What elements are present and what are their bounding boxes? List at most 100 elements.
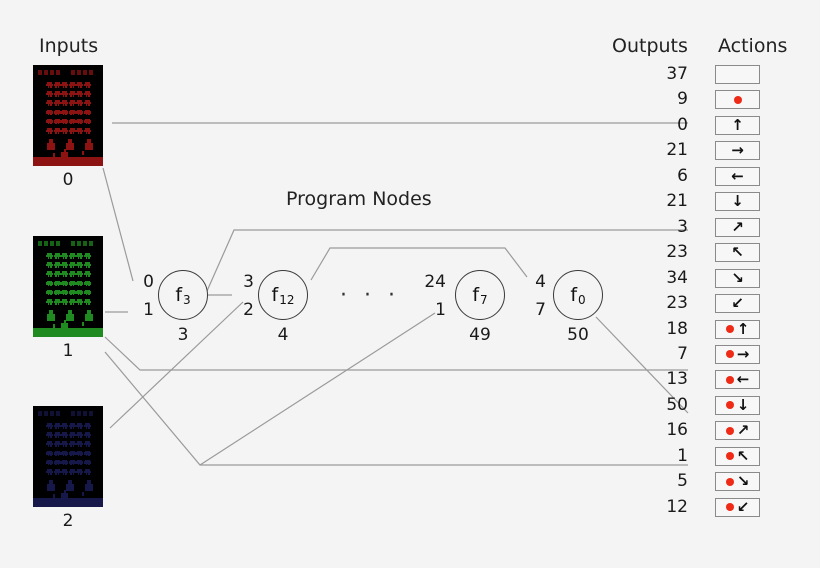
screen-pixel bbox=[51, 120, 53, 123]
screen-pixel bbox=[89, 120, 91, 123]
screen-pixel bbox=[47, 303, 49, 305]
action-fire-down[interactable]: ↓ bbox=[715, 395, 760, 415]
screen-pixel bbox=[62, 299, 68, 303]
action-fire-down-right[interactable]: ↘ bbox=[715, 472, 760, 492]
screen-pixel bbox=[59, 92, 61, 96]
output-value-15: 1 bbox=[677, 445, 688, 466]
screen-pixel bbox=[50, 113, 52, 116]
screen-pixel bbox=[57, 266, 60, 268]
action-fire-right[interactable]: → bbox=[715, 344, 760, 364]
node-3-arg-1: 1 bbox=[143, 300, 154, 320]
screen-pixel bbox=[50, 70, 54, 75]
action-fire-up-right[interactable]: ↗ bbox=[715, 421, 760, 441]
screen-pixel bbox=[82, 322, 84, 326]
screen-pixel bbox=[80, 436, 82, 438]
screen-pixel bbox=[46, 101, 48, 105]
screen-pixel bbox=[74, 263, 76, 267]
screen-pixel bbox=[61, 92, 63, 96]
screen-pixel bbox=[76, 470, 78, 473]
screen-pixel bbox=[53, 129, 56, 132]
fire-dot-icon bbox=[725, 477, 734, 486]
screen-pixel bbox=[61, 291, 63, 294]
screen-pixel bbox=[85, 436, 87, 438]
action-noop[interactable] bbox=[715, 65, 760, 84]
screen-pixel bbox=[85, 280, 90, 285]
node-3-circle[interactable]: f3 bbox=[158, 270, 208, 320]
action-fire-down-left[interactable]: ↙ bbox=[715, 497, 760, 517]
screen-pixel bbox=[57, 436, 60, 438]
screen-pixel bbox=[62, 262, 68, 267]
action-down-right[interactable]: ↘ bbox=[715, 268, 760, 288]
screen-pixel bbox=[89, 111, 91, 114]
screen-pixel bbox=[84, 111, 86, 114]
screen-pixel bbox=[80, 122, 82, 125]
screen-pixel bbox=[77, 427, 80, 429]
action-down-left[interactable]: ↙ bbox=[715, 294, 760, 314]
node-4-circle[interactable]: f12 bbox=[258, 270, 308, 320]
screen-pixel bbox=[76, 272, 78, 276]
screen-pixel bbox=[66, 92, 69, 96]
action-fire-left[interactable]: ← bbox=[715, 370, 760, 390]
screen-pixel bbox=[72, 463, 75, 466]
action-right[interactable]: → bbox=[715, 141, 760, 161]
screen-pixel bbox=[55, 427, 57, 429]
action-fire-up-arrow-icon: ↑ bbox=[736, 319, 750, 338]
action-fire[interactable] bbox=[715, 90, 760, 110]
screen-pixel bbox=[70, 132, 72, 134]
input-caption-2: 2 bbox=[62, 511, 74, 531]
screen-pixel bbox=[74, 101, 76, 105]
action-down[interactable]: ↓ bbox=[715, 192, 760, 212]
action-up-right[interactable]: ↗ bbox=[715, 217, 760, 237]
screen-pixel bbox=[62, 118, 68, 123]
action-fire-up-left[interactable]: ↖ bbox=[715, 446, 760, 466]
screen-pixel bbox=[80, 266, 82, 268]
node-49-circle[interactable]: f7 bbox=[455, 270, 505, 320]
action-right-arrow-icon: → bbox=[731, 141, 744, 160]
screen-pixel bbox=[47, 289, 52, 294]
screen-pixel bbox=[68, 433, 71, 437]
action-up-left[interactable]: ↖ bbox=[715, 243, 760, 263]
screen-pixel bbox=[62, 459, 68, 464]
screen-pixel bbox=[74, 111, 76, 114]
screen-pixel bbox=[80, 284, 82, 287]
action-fire-down-left-arrow-icon: ↙ bbox=[736, 497, 750, 516]
input-caption-0: 0 bbox=[62, 170, 74, 190]
screen-pixel bbox=[72, 257, 75, 259]
screen-pixel bbox=[72, 86, 75, 88]
screen-pixel bbox=[68, 300, 71, 303]
screen-pixel bbox=[70, 284, 72, 287]
screen-pixel bbox=[77, 118, 83, 123]
screen-pixel bbox=[55, 86, 57, 88]
action-left[interactable]: ← bbox=[715, 166, 760, 186]
screen-pixel bbox=[85, 82, 90, 86]
action-fire-up[interactable]: ↑ bbox=[715, 319, 760, 339]
screen-pixel bbox=[46, 470, 48, 473]
screen-pixel bbox=[59, 120, 61, 123]
fire-dot-icon bbox=[725, 503, 734, 512]
screen-pixel bbox=[83, 241, 87, 246]
screen-pixel bbox=[51, 433, 53, 437]
action-up[interactable]: ↑ bbox=[715, 115, 760, 135]
screen-pixel bbox=[62, 104, 65, 106]
screen-pixel bbox=[77, 459, 83, 464]
screen-pixel bbox=[80, 113, 82, 116]
screen-pixel bbox=[47, 262, 52, 267]
screen-pixel bbox=[85, 271, 90, 276]
screen-pixel bbox=[85, 253, 90, 257]
screen-pixel bbox=[57, 284, 60, 287]
screen-pixel bbox=[76, 254, 78, 257]
screen-pixel bbox=[76, 129, 78, 132]
node-50-circle[interactable]: f0 bbox=[553, 270, 603, 320]
screen-pixel bbox=[65, 275, 67, 277]
screen-pixel bbox=[61, 111, 63, 114]
screen-pixel bbox=[47, 91, 52, 96]
screen-pixel bbox=[85, 266, 87, 268]
screen-pixel bbox=[89, 452, 91, 455]
fire-dot-icon bbox=[725, 375, 734, 384]
screen-pixel bbox=[69, 280, 75, 285]
screen-pixel bbox=[57, 104, 60, 106]
screen-pixel bbox=[85, 459, 90, 464]
screen-pixel bbox=[77, 303, 80, 305]
screen-pixel bbox=[77, 70, 81, 75]
screen-pixel bbox=[76, 442, 78, 446]
